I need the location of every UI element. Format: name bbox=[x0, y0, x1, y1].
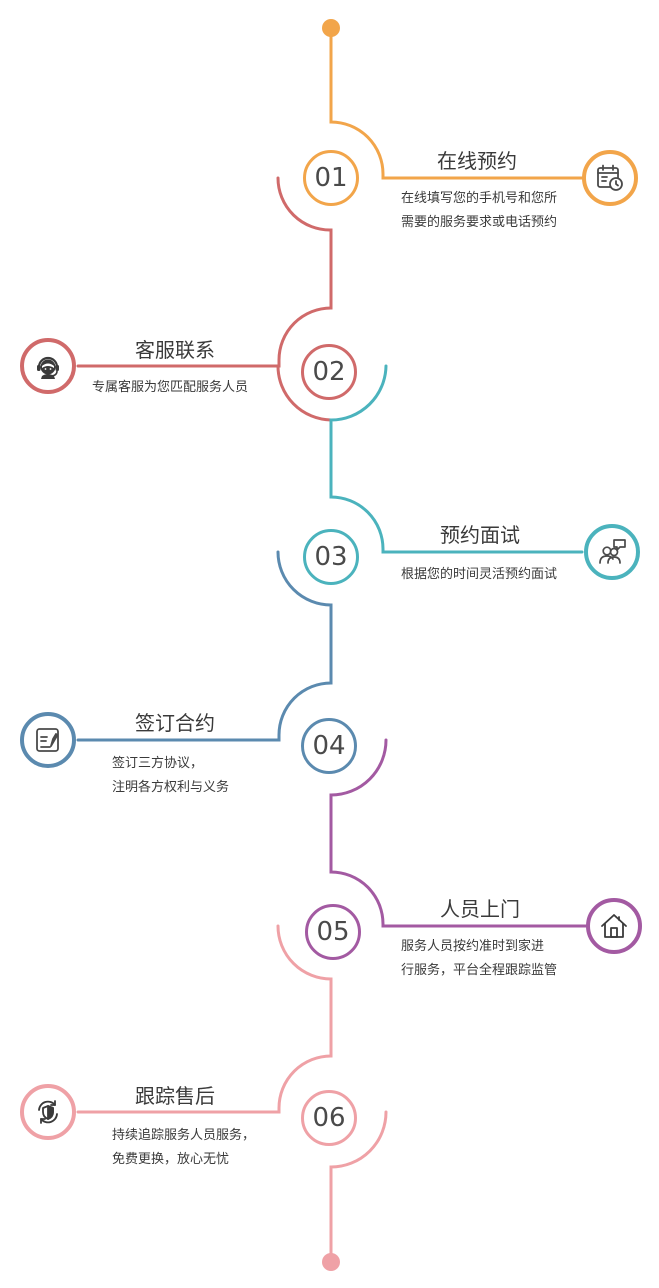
contract-sign-icon bbox=[36, 728, 59, 752]
step-3-description: 根据您的时间灵活预约面试 bbox=[401, 563, 557, 587]
step-5-icon-badge bbox=[586, 898, 642, 954]
step-3-title: 预约面试 bbox=[440, 523, 520, 547]
step-5-description: 服务人员按约准时到家进 行服务，平台全程跟踪监管 bbox=[401, 935, 557, 983]
calendar-clock-icon bbox=[597, 164, 623, 191]
step-6-lines bbox=[76, 924, 388, 1264]
step-1-description-line: 需要的服务要求或电话预约 bbox=[401, 215, 558, 230]
step-2-title: 客服联系 bbox=[135, 338, 215, 362]
step-6-number: 06 bbox=[301, 1090, 357, 1146]
step-1-icon-badge bbox=[582, 150, 638, 206]
step-4-title: 签订合约 bbox=[135, 711, 215, 735]
step-5-number: 05 bbox=[305, 904, 361, 960]
step-4-icon-badge bbox=[20, 712, 76, 768]
step-6-description: 持续追踪服务人员服务， 免费更换，放心无忧 bbox=[112, 1124, 255, 1172]
step-2-description-line: 专属客服为您匹配服务人员 bbox=[92, 380, 249, 395]
step-6-description-line: 免费更换，放心无忧 bbox=[112, 1152, 230, 1167]
step-5-description-line: 行服务，平台全程跟踪监管 bbox=[401, 963, 558, 978]
step-4-lines bbox=[76, 550, 333, 742]
step-5-description-line: 服务人员按约准时到家进 bbox=[401, 939, 545, 954]
step-5-lines bbox=[329, 738, 588, 928]
step-1-description-line: 在线填写您的手机号和您所 bbox=[401, 191, 558, 206]
step-2-description: 专属客服为您匹配服务人员 bbox=[92, 376, 248, 400]
step-4-description-line: 签订三方协议， bbox=[112, 756, 204, 771]
step-5-title: 人员上门 bbox=[440, 897, 520, 921]
step-4-number: 04 bbox=[301, 718, 357, 774]
step-3-lines bbox=[329, 364, 584, 554]
step-1-number: 01 bbox=[303, 150, 359, 206]
start-dot bbox=[322, 19, 340, 37]
house-icon bbox=[601, 914, 627, 938]
step-2-icon-badge bbox=[20, 338, 76, 394]
step-3-icon-badge bbox=[584, 524, 640, 580]
step-4-description: 签订三方协议， 注明各方权利与义务 bbox=[112, 752, 229, 800]
shield-refresh-icon bbox=[38, 1100, 58, 1124]
step-3-number: 03 bbox=[303, 529, 359, 585]
step-6-title: 跟踪售后 bbox=[135, 1084, 215, 1108]
step-6-icon-badge bbox=[20, 1084, 76, 1140]
step-1-description: 在线填写您的手机号和您所 需要的服务要求或电话预约 bbox=[401, 187, 557, 235]
step-2-number: 02 bbox=[301, 344, 357, 400]
step-1-lines bbox=[329, 26, 584, 180]
end-dot bbox=[322, 1253, 340, 1271]
step-3-description-line: 根据您的时间灵活预约面试 bbox=[401, 567, 558, 582]
step-6-description-line: 持续追踪服务人员服务， bbox=[112, 1128, 256, 1143]
step-1-title: 在线预约 bbox=[437, 149, 517, 173]
headset-agent-icon bbox=[37, 356, 59, 379]
people-chat-icon bbox=[599, 539, 626, 564]
step-2-lines bbox=[76, 176, 333, 422]
step-4-description-line: 注明各方权利与义务 bbox=[112, 780, 230, 795]
